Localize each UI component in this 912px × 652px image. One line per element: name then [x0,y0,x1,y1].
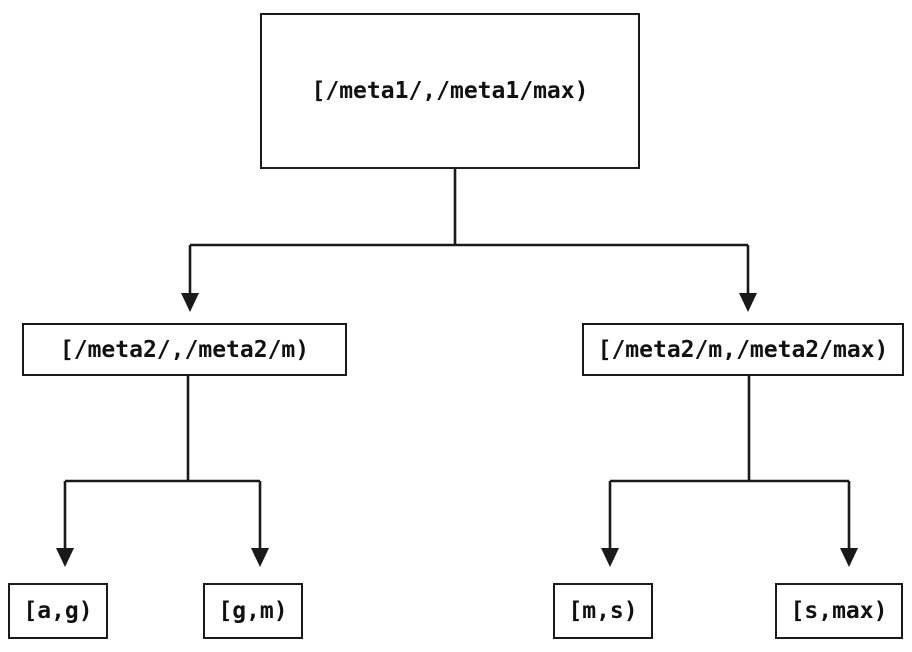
node-meta2-right-range: [/meta2/m,/meta2/max) [582,323,904,376]
node-meta2-left-range: [/meta2/,/meta2/m) [22,323,347,376]
node-label: [m,s) [568,598,638,624]
arrow-down-icon [739,293,757,312]
node-label: [s,max) [790,598,888,624]
node-label: [/meta2/m,/meta2/max) [597,336,889,363]
arrow-down-icon [840,548,858,567]
arrow-down-icon [181,293,199,312]
arrow-down-icon [601,548,619,567]
node-label: [g,m) [218,598,288,624]
arrow-down-icon [56,548,74,567]
node-root-range: [/meta1/,/meta1/max) [260,13,640,169]
node-label: [/meta2/,/meta2/m) [59,336,310,363]
node-leaf-range-gm: [g,m) [203,583,303,639]
node-leaf-range-smax: [s,max) [775,583,903,639]
arrow-down-icon [251,548,269,567]
node-leaf-range-ag: [a,g) [8,583,108,639]
node-label: [/meta1/,/meta1/max) [311,78,589,104]
node-leaf-range-ms: [m,s) [553,583,653,639]
node-label: [a,g) [23,598,93,624]
